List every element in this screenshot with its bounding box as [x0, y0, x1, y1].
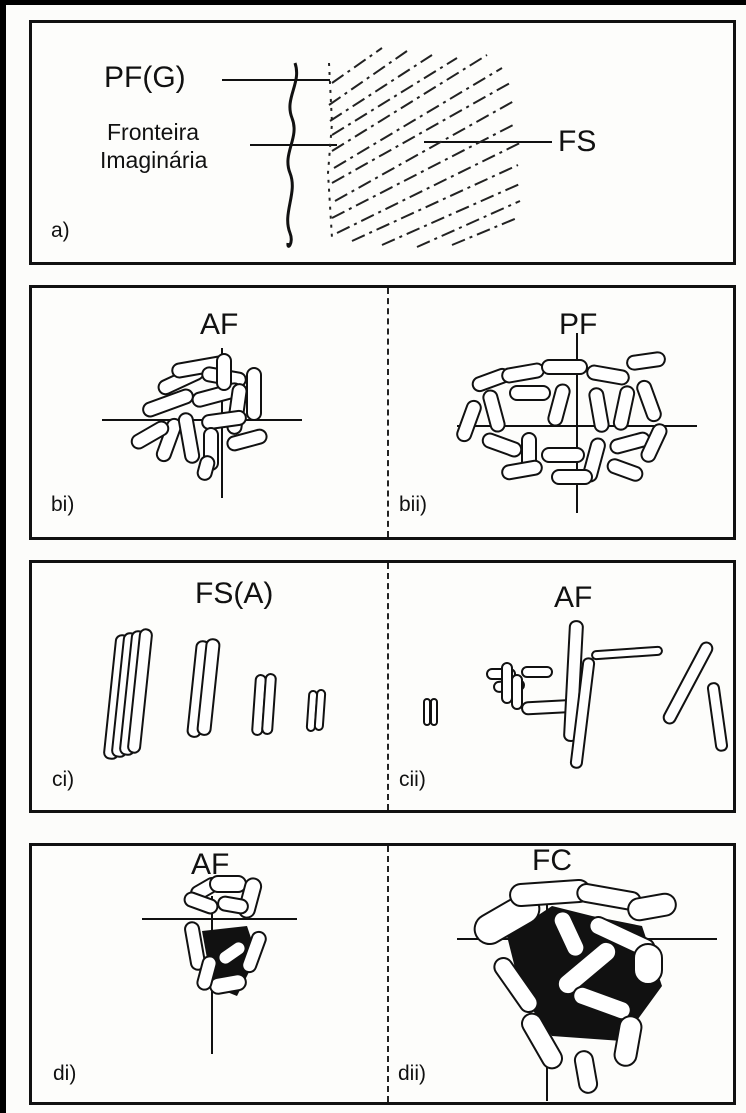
panel-a: PF(G) Fronteira Imaginária FS a)	[29, 20, 736, 265]
corner-label-ci: ci)	[52, 768, 74, 792]
title-dii: FC	[532, 844, 572, 878]
plates-ci	[104, 629, 326, 760]
grains-bi	[129, 354, 268, 481]
corner-label-cii: cii)	[399, 768, 426, 792]
panel-c-drawing	[32, 563, 739, 816]
corner-label-bii: bii)	[399, 493, 427, 517]
label-fronteira-line2: Imaginária	[100, 147, 207, 174]
panel-b-drawing	[32, 288, 739, 543]
imaginary-boundary-line	[288, 63, 297, 246]
panel-d: AF FC di) dii)	[29, 843, 736, 1105]
panel-d-drawing	[32, 846, 739, 1108]
label-fronteira-line1: Fronteira	[107, 119, 199, 146]
ferrite-side-plates	[329, 48, 522, 247]
corner-label-bi: bi)	[51, 493, 74, 517]
corner-label-dii: dii)	[398, 1062, 426, 1086]
title-bii: PF	[559, 308, 597, 342]
panel-c: FS(A) AF ci) cii)	[29, 560, 736, 813]
grain-boundary-dots	[328, 63, 332, 238]
needles-cii	[424, 621, 728, 769]
corner-label-a: a)	[51, 219, 70, 243]
page-border-top	[0, 0, 746, 5]
corner-label-di: di)	[53, 1062, 76, 1086]
title-ci: FS(A)	[195, 577, 273, 611]
title-bi: AF	[200, 308, 238, 342]
title-di: AF	[191, 848, 229, 882]
title-cii: AF	[554, 581, 592, 615]
label-fs: FS	[558, 125, 596, 159]
panel-b: AF PF bi) bii)	[29, 285, 736, 540]
page-border-left	[0, 0, 6, 1113]
label-pf-g: PF(G)	[104, 61, 186, 95]
grains-bii	[455, 351, 669, 484]
